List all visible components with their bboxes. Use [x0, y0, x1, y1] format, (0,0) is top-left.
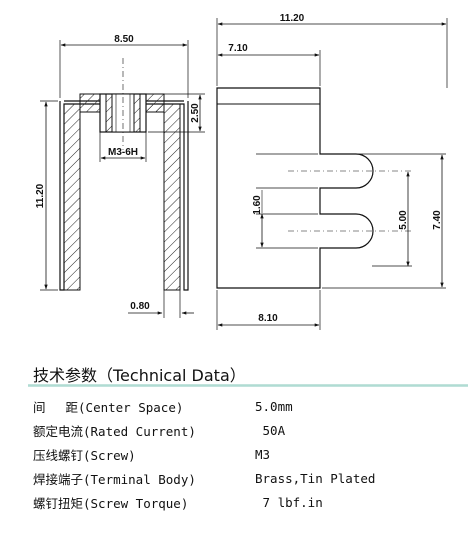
dim-wall-label: 0.80 [130, 301, 150, 312]
spec-value: M3 [255, 446, 271, 462]
dim-height-right-label: 7.40 [432, 210, 443, 230]
spec-value: 7 lbf.in [255, 494, 323, 510]
section-divider [28, 384, 468, 387]
spec-label: 额定电流(Rated Current) [33, 423, 196, 439]
spec-row: 额定电流(Rated Current) 50A [33, 418, 453, 442]
right-body-outline [216, 87, 374, 289]
left-wall-left [63, 103, 81, 291]
spec-row: 焊接端子(Terminal Body) Brass,Tin Plated [33, 466, 453, 490]
spec-row: 间 距(Center Space) 5.0mm [33, 394, 453, 418]
dim-slot-label: 1.60 [252, 195, 263, 215]
dim-upper-width-label: 7.10 [228, 43, 248, 54]
dim-width-label: 8.50 [114, 34, 134, 45]
right-side-view [216, 87, 412, 289]
spec-row: 螺钉扭矩(Screw Torque) 7 lbf.in [33, 490, 453, 514]
spec-label: 焊接端子(Terminal Body) [33, 471, 196, 487]
spec-section-title: 技术参数（Technical Data） [33, 366, 246, 385]
spec-row: 压线螺钉(Screw) M3 [33, 442, 453, 466]
dim-height-label: 11.20 [35, 183, 46, 208]
spec-label: 压线螺钉(Screw) [33, 447, 136, 463]
left-section-view [59, 58, 189, 291]
spec-table: 间 距(Center Space) 5.0mm 额定电流(Rated Curre… [33, 394, 453, 514]
dim-slot-span-label: 5.00 [398, 210, 409, 230]
spec-value: 50A [255, 422, 286, 438]
technical-drawing: 8.50 11.20 2.50 M3-6H 0.80 [35, 13, 448, 330]
dim-total-width-label: 11.20 [280, 13, 305, 24]
dim-thread-label: M3-6H [108, 147, 138, 158]
right-dims: 11.20 7.10 8.10 1.60 5.00 7.40 [216, 13, 448, 330]
spec-label: 间 距(Center Space) [33, 399, 184, 415]
spec-label: 螺钉扭矩(Screw Torque) [33, 495, 189, 511]
spec-value: Brass,Tin Plated [255, 470, 376, 486]
dim-insert-label: 2.50 [190, 103, 201, 123]
dim-bottom-width-label: 8.10 [258, 313, 278, 324]
spec-value: 5.0mm [255, 398, 293, 414]
left-dims: 8.50 11.20 2.50 M3-6H 0.80 [35, 34, 205, 318]
